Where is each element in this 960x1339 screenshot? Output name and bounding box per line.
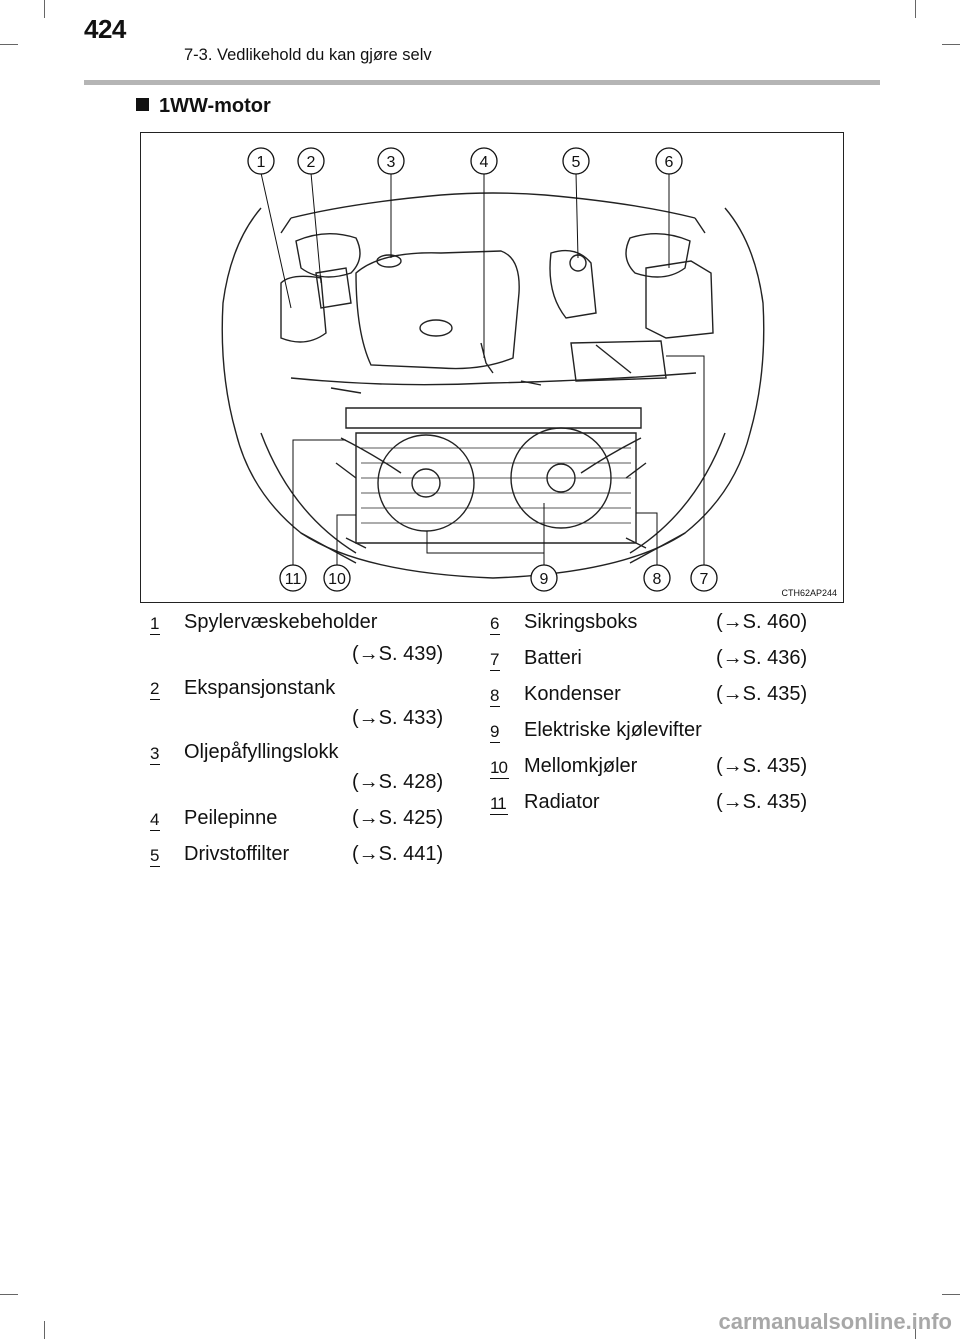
crop-mark xyxy=(44,0,45,18)
legend-ref-7: (→S. 436) xyxy=(716,647,808,669)
svg-text:3: 3 xyxy=(387,154,396,171)
svg-text:9: 9 xyxy=(540,571,549,588)
legend-number-11: 11 xyxy=(490,794,508,815)
svg-text:7: 7 xyxy=(700,571,709,588)
legend-label-6: Sikringsboks xyxy=(524,611,638,633)
legend-label-8: Kondenser xyxy=(524,683,621,705)
legend-label-2: Ekspansjonstank xyxy=(184,677,336,699)
svg-text:11: 11 xyxy=(285,571,302,588)
callout-11: 11 xyxy=(279,564,307,592)
legend-number-8: 8 xyxy=(490,686,501,707)
legend-ref-3: (→S. 428) xyxy=(352,771,444,793)
legend-number-10: 10 xyxy=(490,758,509,779)
crop-mark xyxy=(0,44,18,45)
svg-text:2: 2 xyxy=(307,154,316,171)
svg-text:6: 6 xyxy=(665,154,674,171)
svg-text:4: 4 xyxy=(480,154,489,171)
legend-ref-10: (→S. 435) xyxy=(716,755,808,777)
svg-text:10: 10 xyxy=(328,571,346,588)
svg-text:5: 5 xyxy=(572,154,581,171)
legend-ref-1: (→S. 439) xyxy=(352,643,444,665)
legend-label-9: Elektriske kjølevifter xyxy=(524,719,702,741)
legend-number-6: 6 xyxy=(490,614,501,635)
svg-text:1: 1 xyxy=(257,154,266,171)
crop-mark xyxy=(44,1321,45,1339)
callout-1: 1 xyxy=(247,147,275,175)
legend-ref-2: (→S. 433) xyxy=(352,707,444,729)
legend-ref-8: (→S. 435) xyxy=(716,683,808,705)
legend-label-11: Radiator xyxy=(524,791,600,813)
legend-label-5: Drivstoffilter xyxy=(184,843,290,865)
legend-number-5: 5 xyxy=(150,846,161,867)
legend-label-4: Peilepinne xyxy=(184,807,278,829)
callout-3: 3 xyxy=(377,147,405,175)
crop-mark xyxy=(915,0,916,18)
engine-bay-figure: 1 2 3 4 5 6 11 10 9 8 7 CTH62AP244 xyxy=(140,132,844,603)
callout-2: 2 xyxy=(297,147,325,175)
legend-label-1: Spylervæskebeholder xyxy=(184,611,378,633)
crop-mark xyxy=(942,44,960,45)
callout-5: 5 xyxy=(562,147,590,175)
legend-number-2: 2 xyxy=(150,679,161,700)
section-title-text: 1WW-motor xyxy=(159,95,271,117)
legend-number-9: 9 xyxy=(490,722,501,743)
legend-ref-11: (→S. 435) xyxy=(716,791,808,813)
callout-6: 6 xyxy=(655,147,683,175)
legend-ref-5: (→S. 441) xyxy=(352,843,444,865)
callout-7: 7 xyxy=(690,564,718,592)
svg-text:8: 8 xyxy=(653,571,662,588)
watermark: carmanualsonline.info xyxy=(718,1309,953,1334)
figure-code: CTH62AP244 xyxy=(781,588,837,598)
legend-label-10: Mellomkjøler xyxy=(524,755,638,777)
legend-ref-4: (→S. 425) xyxy=(352,807,444,829)
legend-number-4: 4 xyxy=(150,810,161,831)
legend-number-1: 1 xyxy=(150,614,161,635)
crop-mark xyxy=(915,1321,916,1339)
legend-label-7: Batteri xyxy=(524,647,582,669)
legend-number-3: 3 xyxy=(150,744,161,765)
page-number: 424 xyxy=(84,14,126,44)
legend-label-3: Oljepåfyllingslokk xyxy=(184,741,339,763)
square-bullet-icon xyxy=(136,98,149,111)
callout-10: 10 xyxy=(323,564,351,592)
section-title: 1WW-motor xyxy=(136,95,271,118)
engine-bay-illustration: 1 2 3 4 5 6 11 10 9 8 7 xyxy=(221,147,765,592)
header-rule xyxy=(84,80,880,85)
callout-9: 9 xyxy=(530,564,558,592)
legend-ref-6: (→S. 460) xyxy=(716,611,808,633)
crop-mark xyxy=(0,1294,18,1295)
crop-mark xyxy=(942,1294,960,1295)
legend-number-7: 7 xyxy=(490,650,501,671)
callout-4: 4 xyxy=(470,147,498,175)
callout-8: 8 xyxy=(643,564,671,592)
chapter-title: 7-3. Vedlikehold du kan gjøre selv xyxy=(184,46,432,64)
